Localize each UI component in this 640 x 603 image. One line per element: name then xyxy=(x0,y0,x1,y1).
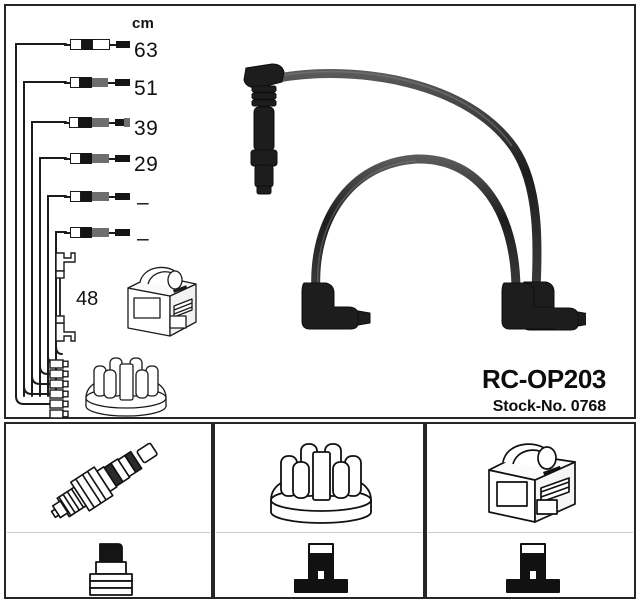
cell-divider xyxy=(7,532,210,533)
measure-value-5: – xyxy=(137,191,149,214)
ignition-coil-pack-icon xyxy=(488,443,576,523)
cell-divider xyxy=(428,532,633,533)
cable-connector-1 xyxy=(64,39,130,50)
coil-jumper-lead xyxy=(55,252,76,342)
legend-cell-distributor-cap xyxy=(213,422,425,599)
measure-value-1: 63 xyxy=(134,39,159,62)
legend-cell-spark-plug xyxy=(4,422,213,599)
distributor-cap-icon xyxy=(270,443,372,524)
measure-value-4: 29 xyxy=(134,153,159,176)
cable-connector-4 xyxy=(64,153,130,164)
terminal-connector-icon xyxy=(294,543,348,593)
cable-connector-3 xyxy=(64,117,130,128)
cable-connector-5 xyxy=(64,191,130,202)
unit-header: cm xyxy=(132,15,155,32)
spark-plug-icon xyxy=(50,442,158,519)
cell-divider xyxy=(216,532,422,533)
ignition-coil-pack-illustration xyxy=(127,266,197,337)
distributor-cap-illustration xyxy=(85,357,167,417)
main-diagram-panel: cm 63 51 39 29 – – 48 xyxy=(4,4,636,419)
legend-cell-ignition-coil xyxy=(425,422,636,599)
terminal-connector-icon xyxy=(506,543,560,593)
ignition-cable-short xyxy=(301,154,554,330)
measure-value-6: – xyxy=(137,227,149,250)
cable-connector-2 xyxy=(64,77,130,88)
spark-plug-boot-icon xyxy=(89,543,133,596)
stock-number: Stock-No. 0768 xyxy=(492,398,606,415)
measure-value-2: 51 xyxy=(134,77,159,100)
harness-terminal-tails xyxy=(49,359,69,418)
measure-value-jumper: 48 xyxy=(76,288,99,310)
cable-connector-6 xyxy=(64,227,130,238)
measure-value-3: 39 xyxy=(134,117,159,140)
product-code: RC-OP203 xyxy=(482,364,606,394)
